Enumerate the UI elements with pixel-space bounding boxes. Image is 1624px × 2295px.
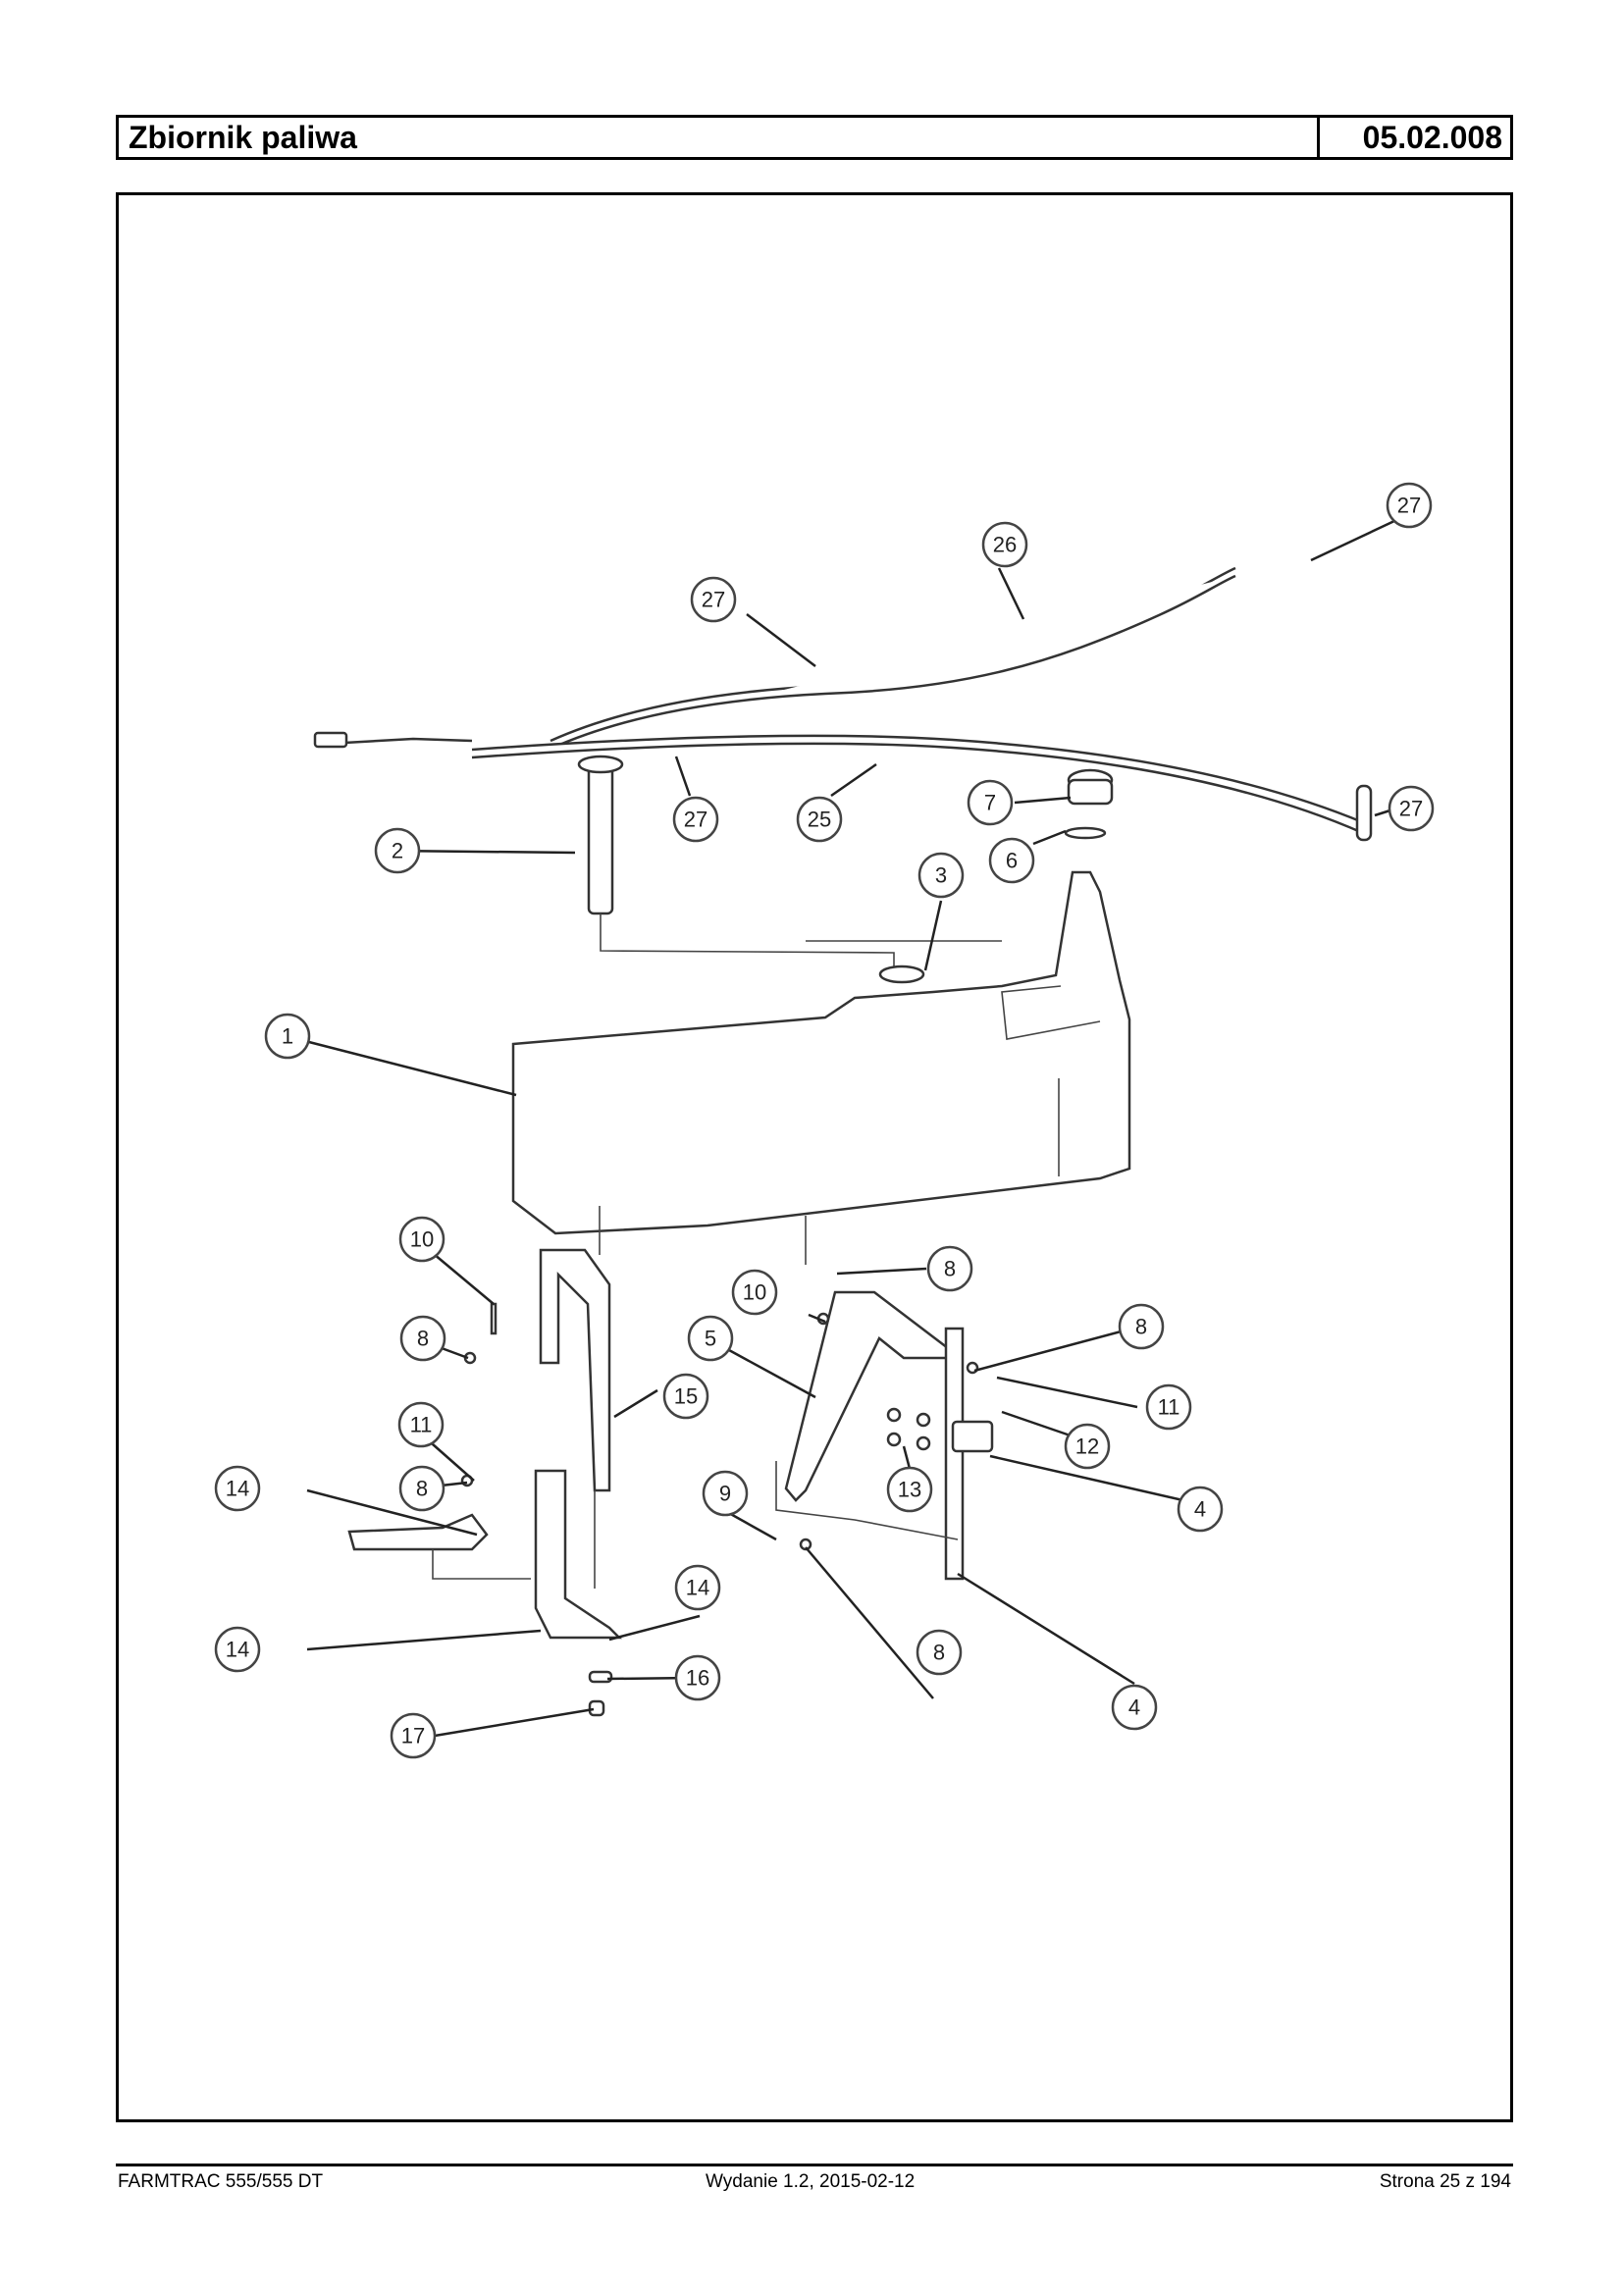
- svg-text:8: 8: [1135, 1315, 1147, 1339]
- callout-3: 3: [917, 852, 965, 899]
- svg-text:11: 11: [1158, 1395, 1180, 1420]
- svg-text:14: 14: [686, 1576, 709, 1600]
- callout-2: 2: [374, 827, 421, 874]
- section-code: 05.02.008: [1317, 118, 1510, 157]
- svg-text:16: 16: [686, 1666, 709, 1691]
- fuel-tank-diagram: 27 26 27 2 27 25 7 6 3 27 1 10 8 10 8 5 …: [214, 482, 1435, 1759]
- callout-26: 26: [981, 521, 1028, 568]
- callout-10-left: 10: [398, 1216, 445, 1263]
- svg-text:12: 12: [1075, 1434, 1099, 1459]
- svg-text:27: 27: [1399, 797, 1423, 821]
- callout-27-right: 27: [1388, 785, 1435, 832]
- footer-model: FARMTRAC 555/555 DT: [118, 2171, 324, 2192]
- callout-27-upper-left: 27: [690, 576, 737, 623]
- diagram-frame: 27 26 27 2 27 25 7 6 3 27 1 10 8 10 8 5 …: [116, 192, 1513, 2122]
- page-title: Zbiornik paliwa: [129, 120, 357, 155]
- callout-4-upper: 4: [1177, 1486, 1224, 1533]
- svg-text:7: 7: [984, 791, 996, 815]
- callout-9: 9: [702, 1470, 749, 1517]
- svg-text:25: 25: [808, 808, 831, 832]
- callout-16: 16: [674, 1654, 721, 1701]
- callout-7: 7: [967, 779, 1014, 826]
- svg-text:8: 8: [416, 1477, 428, 1501]
- callout-6: 6: [988, 837, 1035, 884]
- header-bar: Zbiornik paliwa 05.02.008: [116, 115, 1513, 160]
- callout-8-left-lower: 8: [398, 1465, 445, 1512]
- svg-text:14: 14: [226, 1477, 249, 1501]
- callout-14-left: 14: [214, 1465, 261, 1512]
- callout-17: 17: [390, 1712, 437, 1759]
- callout-11-left: 11: [397, 1401, 445, 1448]
- callout-8-left-upper: 8: [399, 1315, 446, 1362]
- svg-text:8: 8: [417, 1327, 429, 1351]
- footer-edition: Wydanie 1.2, 2015-02-12: [706, 2171, 916, 2192]
- callout-8-bottom: 8: [916, 1629, 963, 1676]
- callout-27-mid: 27: [672, 796, 719, 843]
- svg-text:27: 27: [1397, 494, 1421, 518]
- svg-text:9: 9: [719, 1482, 731, 1506]
- svg-text:3: 3: [935, 863, 947, 888]
- svg-text:11: 11: [410, 1413, 433, 1437]
- svg-text:2: 2: [392, 839, 403, 863]
- svg-text:10: 10: [743, 1280, 766, 1305]
- svg-text:1: 1: [282, 1024, 293, 1049]
- svg-text:13: 13: [898, 1478, 921, 1502]
- callout-14-bottom-left: 14: [214, 1626, 261, 1673]
- callout-14-mid: 14: [674, 1564, 721, 1611]
- footer-page-number: Strona 25 z 194: [1379, 2171, 1511, 2192]
- callout-11-right: 11: [1145, 1383, 1192, 1431]
- svg-text:8: 8: [933, 1641, 945, 1665]
- svg-text:5: 5: [705, 1327, 716, 1351]
- callout-8-top: 8: [926, 1245, 973, 1292]
- svg-text:6: 6: [1006, 849, 1018, 873]
- callout-5: 5: [687, 1315, 734, 1362]
- svg-text:4: 4: [1194, 1497, 1206, 1522]
- callout-15: 15: [662, 1373, 709, 1420]
- svg-text:27: 27: [702, 588, 725, 612]
- callout-4-lower: 4: [1111, 1684, 1158, 1731]
- svg-text:15: 15: [674, 1384, 698, 1409]
- svg-text:4: 4: [1128, 1695, 1140, 1720]
- callout-25: 25: [796, 796, 843, 843]
- callout-8-right: 8: [1118, 1303, 1165, 1350]
- svg-text:26: 26: [993, 533, 1017, 557]
- footer-rule: [116, 2164, 1513, 2166]
- callout-1: 1: [264, 1013, 311, 1060]
- callout-12: 12: [1064, 1423, 1111, 1470]
- callout-27-top-right: 27: [1386, 482, 1433, 529]
- svg-text:8: 8: [944, 1257, 956, 1281]
- svg-text:27: 27: [684, 808, 707, 832]
- callout-13: 13: [886, 1466, 933, 1513]
- callout-10-right: 10: [731, 1269, 778, 1316]
- svg-text:14: 14: [226, 1638, 249, 1662]
- svg-text:17: 17: [401, 1724, 425, 1748]
- svg-text:10: 10: [410, 1227, 434, 1252]
